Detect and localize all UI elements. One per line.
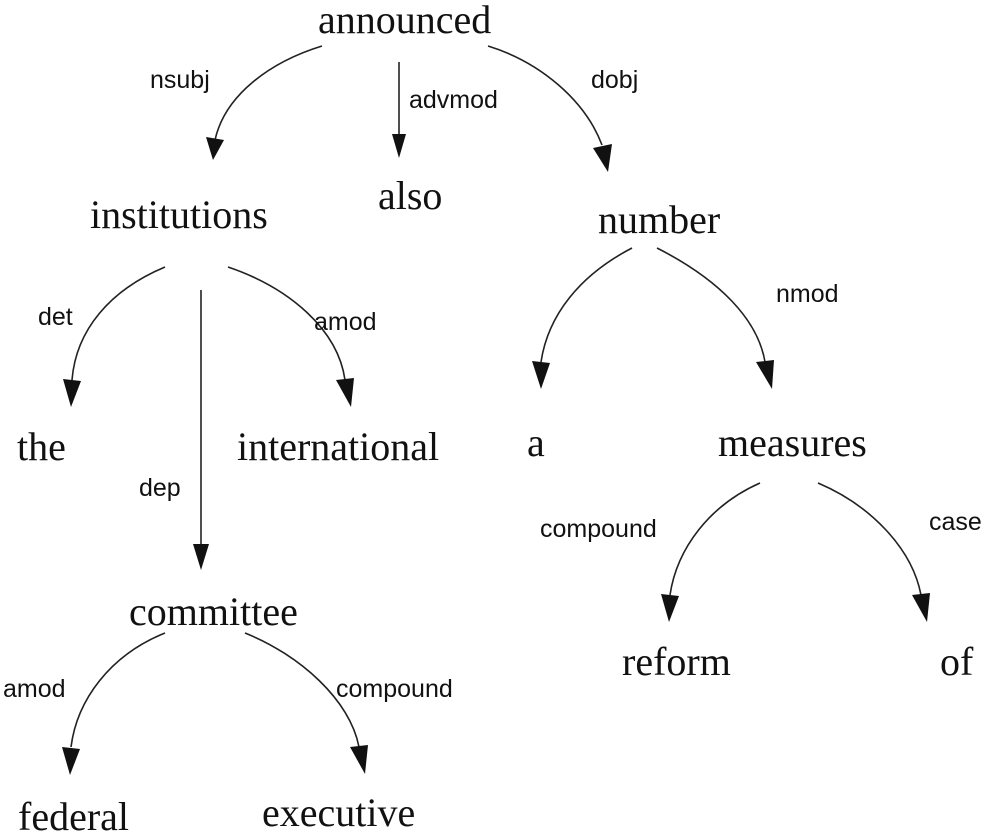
label-case: case (929, 508, 982, 536)
word-international: international (237, 424, 440, 469)
label-dep: dep (139, 474, 181, 502)
edge-case (817, 482, 922, 596)
edge-dobj (487, 45, 603, 146)
edge-amod-federal (70, 632, 166, 748)
arrowhead-det-a (532, 361, 550, 389)
arrowhead-nsubj (206, 137, 224, 160)
arrowhead-amod-federal (62, 747, 80, 775)
label-amod-international: amod (314, 308, 377, 336)
arrowhead-advmod (392, 134, 406, 158)
arrowhead-case (912, 593, 930, 622)
label-compound-executive: compound (336, 675, 453, 703)
word-announced: announced (318, 0, 492, 42)
edge-det-a (540, 247, 633, 363)
word-reform: reform (622, 639, 731, 684)
word-measures: measures (718, 420, 867, 465)
arrowhead-nmod (756, 360, 774, 389)
label-amod-federal: amod (3, 675, 66, 703)
label-nmod: nmod (776, 280, 839, 308)
label-advmod: advmod (409, 86, 498, 114)
edge-compound-reform (669, 482, 761, 596)
word-institutions: institutions (90, 192, 268, 237)
word-federal: federal (18, 794, 130, 839)
arrowhead-compound-reform (661, 594, 679, 622)
word-number: number (598, 197, 721, 242)
arrowhead-compound-executive (350, 745, 368, 774)
edge-nsubj (214, 45, 323, 141)
word-of: of (940, 639, 974, 684)
edge-compound-executive (244, 632, 360, 748)
word-a: a (527, 420, 545, 465)
word-the: the (17, 424, 66, 469)
arrowhead-dep (193, 544, 209, 570)
edge-det (71, 266, 166, 381)
edge-amod-international (227, 266, 346, 381)
word-also: also (378, 173, 443, 218)
word-committee: committee (129, 589, 298, 634)
label-compound-reform: compound (540, 515, 657, 543)
arrowhead-det (63, 379, 81, 407)
label-nsubj: nsubj (150, 66, 210, 94)
label-det: det (38, 303, 73, 331)
arrowhead-dobj (593, 144, 612, 172)
arrowhead-amod-international (336, 378, 354, 407)
word-executive: executive (262, 790, 416, 835)
edge-nmod (656, 247, 766, 363)
label-dobj: dobj (591, 66, 639, 94)
